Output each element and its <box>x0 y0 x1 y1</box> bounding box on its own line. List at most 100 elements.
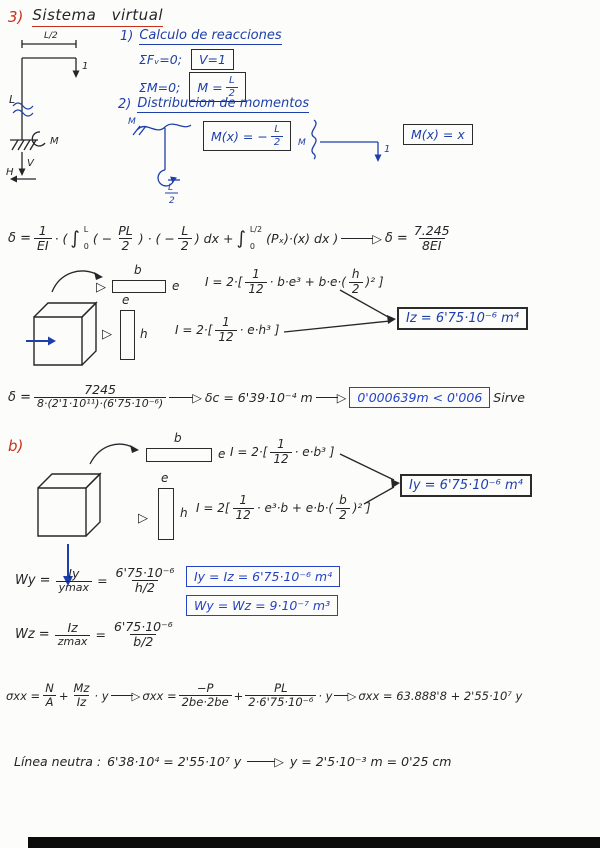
sigma-result: σxx = 63.888'8 + 2'55·10⁷ y <box>358 688 523 703</box>
inertia-summary-value: Iy = Iz = 6'75·10⁻⁶ m⁴ <box>194 569 333 584</box>
web-rect-a <box>120 310 135 360</box>
moment-function-box-2: M(x) = x <box>403 124 473 145</box>
delta-rhs: δ = <box>384 231 408 247</box>
inertia-flange-equation-b: I = 2·[ 1 12 · e·b³ ] <box>230 437 335 467</box>
frac-Iz-over-zmax: Iz zmax <box>54 619 91 649</box>
frac-den: 2 <box>270 135 284 149</box>
frac-value-over-h2: 6'75·10⁻⁶ h/2 <box>113 565 178 596</box>
moment-label: M <box>128 117 136 127</box>
wy-lhs: Wy = <box>15 573 51 589</box>
page-header: 3) Sistema virtual <box>8 6 164 27</box>
frac-den: Iz <box>73 695 90 709</box>
sigma-mid-lhs: σxx = <box>142 688 177 703</box>
moment-label: M <box>298 138 306 148</box>
inertia-summary-row: Iy = Iz = 6'75·10⁻⁶ m⁴ <box>186 566 341 587</box>
math-term: · e·h³ ] <box>239 323 280 338</box>
frac-num: 6'75·10⁻⁶ <box>113 619 173 634</box>
frac-den: EI <box>33 238 52 253</box>
converge-arrows-a <box>283 289 396 333</box>
upper-limit: L <box>83 225 89 235</box>
frac-h-over-2: h 2 <box>348 267 363 297</box>
math-term: · e·b³ ] <box>294 445 335 460</box>
neutral-axis-equation: 6'38·10⁴ = 2'55·10⁷ y <box>107 754 242 769</box>
normal-stress-equation: σxx = N A + Mz Iz · y σxx = −P 2be·2be +… <box>6 681 523 709</box>
math-term: ( − <box>92 231 113 247</box>
math-term: I = 2[ <box>196 501 230 516</box>
frac-den: ymax <box>55 581 93 595</box>
flange-width-label: b <box>174 431 182 445</box>
flange-rect-a <box>112 280 166 293</box>
upper-limit: L/2 <box>249 225 263 235</box>
base-horizontal-label: H <box>6 167 14 178</box>
lower-limit: 0 <box>83 241 89 251</box>
frac-1-over-12: 1 12 <box>215 315 237 345</box>
frac-den: 8·(2'1·10¹¹)·(6'75·10⁻⁶) <box>33 397 167 411</box>
frac-num: Iz <box>67 619 78 635</box>
sum-moments-row: ΣM=0; M = L 2 <box>139 72 246 102</box>
frac-den: b/2 <box>130 634 157 649</box>
frac-num: 1 <box>277 437 285 451</box>
web-height-label: h <box>180 506 188 520</box>
web-height-label: h <box>140 327 148 341</box>
arrow-right-icon <box>341 231 382 246</box>
moment-expression-left-row: M(x) = − L 2 <box>203 121 292 151</box>
frac-num: Mz <box>73 681 90 695</box>
frac-num: PL <box>118 223 133 238</box>
virtual-work-equation: δ = 1 EI · ( ∫ L 0 ( − PL 2 ) · ( − L 2 … <box>8 223 453 254</box>
frac-1-over-12: 1 12 <box>232 493 254 523</box>
equals-sign: = <box>95 627 106 643</box>
equals-sign: = <box>97 573 108 589</box>
frac-1-over-EI: 1 EI <box>33 223 52 254</box>
frac-PL-over-2: PL 2 <box>115 223 136 254</box>
arrow-right-icon <box>169 390 202 405</box>
dim-denominator: 2 <box>169 196 175 206</box>
arrow-right-icon <box>247 754 284 769</box>
frac-den: zmax <box>54 635 91 649</box>
section-2-number: 2) <box>118 97 132 112</box>
iz-result-row: Iz = 6'75·10⁻⁶ m⁴ <box>397 307 528 330</box>
flange-width-label: b <box>134 263 142 277</box>
flange-rect-b <box>146 448 212 462</box>
frac-num: N <box>45 681 54 695</box>
section-1-heading: Calculo de reacciones <box>139 28 282 45</box>
frac-value-over-b2: 6'75·10⁻⁶ b/2 <box>111 619 176 650</box>
frac-deflection: 7245 8·(2'1·10¹¹)·(6'75·10⁻⁶) <box>33 382 167 411</box>
modulus-summary-row: Wy = Wz = 9·10⁻⁷ m³ <box>186 595 339 616</box>
frac-den: 2 <box>348 281 363 297</box>
shear-result-box: V=1 <box>190 49 234 70</box>
sigma-lhs: σxx = <box>6 688 41 703</box>
iy-result-box: Iy = 6'75·10⁻⁶ m⁴ <box>400 474 532 497</box>
math-term: I = 2·[ <box>175 323 213 338</box>
delta-lhs: δ = <box>8 389 31 405</box>
iz-result-value: Iz = 6'75·10⁻⁶ m⁴ <box>406 311 519 326</box>
frac-den: 12 <box>270 451 292 467</box>
length-label: L <box>9 93 15 106</box>
frac-Iy-over-ymax: Iy ymax <box>55 566 93 595</box>
flange-thickness-label: e <box>218 447 226 461</box>
converge-arrows-b <box>339 453 400 505</box>
unit-load-sketch: M 1 <box>298 119 390 162</box>
integral-sign: ∫ <box>236 228 246 250</box>
frac-num: 1 <box>239 493 247 507</box>
frac-num: 1 <box>222 315 230 329</box>
sum-forces-row: ΣFᵥ=0; V=1 <box>139 49 234 70</box>
iz-result-box: Iz = 6'75·10⁻⁶ m⁴ <box>397 307 528 330</box>
cantilever-column-sketch: L/2 1 L M V H <box>6 31 88 183</box>
frac-den: 12 <box>215 329 237 345</box>
problem-number: 3) <box>8 7 24 26</box>
moment-distribution-sketch: M L 2 <box>128 117 192 206</box>
unit-load-label: 1 <box>384 144 390 155</box>
frac-b-over-2: b 2 <box>336 493 350 523</box>
moment-result-fraction: L 2 <box>225 75 238 99</box>
wz-lhs: Wz = <box>15 627 50 643</box>
frac-PL-over-inertia: PL 2·6'75·10⁻⁶ <box>245 681 317 709</box>
frac-den: 2·6'75·10⁻⁶ <box>245 695 317 709</box>
cube-sketch-b <box>37 472 102 537</box>
frac-Mz-over-Iz: Mz Iz <box>70 681 92 709</box>
frac-num: 6'75·10⁻⁶ <box>115 565 175 580</box>
web-thickness-label: e <box>122 293 130 307</box>
frac-num: L <box>274 124 280 135</box>
frac-den: 12 <box>245 281 267 297</box>
verdict-text: Sirve <box>493 389 525 405</box>
shear-result: V=1 <box>198 52 226 67</box>
